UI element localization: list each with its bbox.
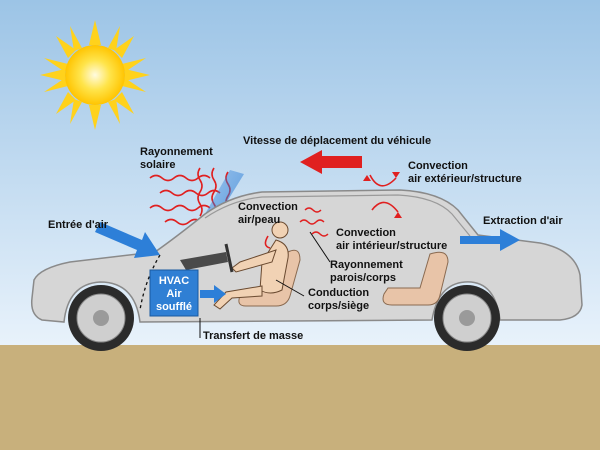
air-inlet-label: Entrée d'air [48,219,109,231]
solar-radiation-label: Rayonnement solaire [140,146,216,171]
driver-icon [213,221,289,310]
hvac-air-arrow [200,285,226,303]
hvac-box [149,269,199,317]
mass-transfer-label: Transfert de masse [203,330,303,342]
air-extraction-arrow [460,229,520,251]
air-extraction-label: Extraction d'air [483,215,563,227]
ground [0,345,600,450]
steering-wheel-icon [224,243,234,273]
hvac-label-1: HVAC [159,275,189,287]
hvac-label-3: soufflé [156,301,192,313]
conduction-label: Conduction corps/siège [308,287,372,312]
hvac-label-2: Air [166,288,182,300]
sun-icon [40,20,150,130]
leader-lines [275,231,331,297]
convection-skin-label: Convection air/peau [238,201,301,226]
convection-int-label: Convection air intérieur/structure [336,227,447,252]
vehicle-speed-arrow [300,150,362,174]
convection-arrowheads [363,172,402,218]
dashboard [180,252,228,270]
seat-icon [382,251,449,306]
radiation-walls-label: Rayonnement parois/corps [330,259,406,284]
convection-ext-label: Convection air extérieur/structure [408,160,522,185]
vehicle-speed-label: Vitesse de déplacement du véhicule [243,135,431,147]
convection-arcs [264,174,399,249]
radiation-waves-cabin [299,207,329,237]
wheel-icon [434,285,500,351]
wheel-icon [68,285,134,351]
air-inlet-arrow [95,222,160,258]
